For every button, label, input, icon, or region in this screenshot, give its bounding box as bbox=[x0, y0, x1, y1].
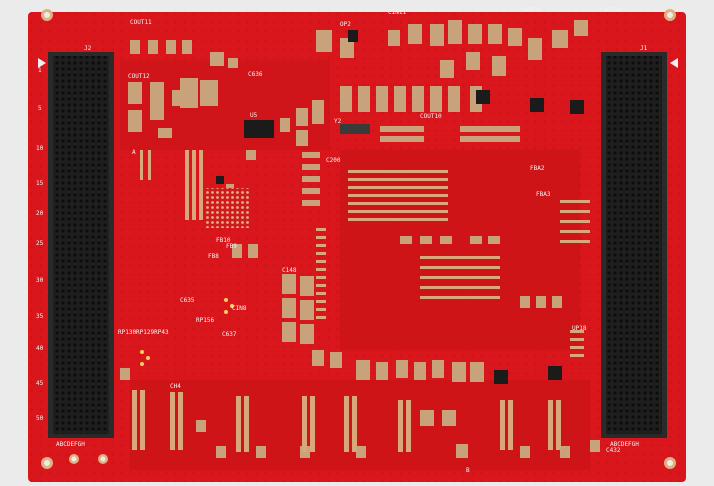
integrated-circuits bbox=[216, 30, 584, 384]
pin-numbers-left: 1 5 10 15 20 25 30 35 40 45 50 bbox=[36, 67, 44, 422]
pin-num-20: 20 bbox=[36, 210, 44, 217]
label-ch4: CH4 bbox=[170, 383, 181, 390]
label-c432: C432 bbox=[606, 447, 621, 454]
fiducial-marks bbox=[140, 298, 234, 366]
circuit-board bbox=[28, 12, 686, 482]
pin-num-50: 50 bbox=[36, 415, 44, 422]
label-fb9: FB9 bbox=[226, 243, 237, 250]
pin-num-1: 1 bbox=[38, 67, 42, 74]
label-cin11: CIN11 bbox=[388, 9, 406, 16]
silkscreen-labels: U5 Y2 OP2 FB8 FB9 FB10 FBA3 FBA2 C200 C1… bbox=[118, 7, 622, 474]
label-j1: J1 bbox=[640, 45, 648, 52]
pin-num-30: 30 bbox=[36, 277, 44, 284]
pin-letters-right: ABCDEFGH bbox=[610, 441, 639, 448]
label-j2: J2 bbox=[84, 45, 92, 52]
label-rp156: RP156 bbox=[196, 317, 214, 324]
label-fb10: FB10 bbox=[216, 237, 231, 244]
label-a: A bbox=[132, 149, 136, 156]
bga-chip bbox=[206, 188, 250, 228]
label-up18: UP18 bbox=[572, 325, 587, 332]
label-c637: C637 bbox=[222, 331, 237, 338]
pin-num-35: 35 bbox=[36, 313, 44, 320]
label-c635: C635 bbox=[180, 297, 195, 304]
passive-components bbox=[120, 20, 600, 458]
label-c148: C148 bbox=[282, 267, 297, 274]
label-cout11: COUT11 bbox=[130, 19, 152, 26]
connector-left bbox=[38, 52, 114, 438]
label-b: B bbox=[466, 467, 470, 474]
pin-num-15: 15 bbox=[36, 180, 44, 187]
label-rp130: RP130RP129RP43 bbox=[118, 329, 169, 336]
label-fba3: FBA3 bbox=[536, 191, 551, 198]
pin-letters-left: ABCDEFGH bbox=[56, 441, 85, 448]
pin-num-5: 5 bbox=[38, 105, 42, 112]
label-cout22: COUT22 bbox=[600, 7, 622, 14]
label-op2: OP2 bbox=[340, 21, 351, 28]
label-cout10: COUT10 bbox=[420, 113, 442, 120]
pin-num-45: 45 bbox=[36, 380, 44, 387]
label-cout23: COUT23 bbox=[520, 7, 542, 14]
label-cin8: CIN8 bbox=[232, 305, 247, 312]
label-cout12: COUT12 bbox=[128, 73, 150, 80]
pin-num-40: 40 bbox=[36, 345, 44, 352]
smd-pad-rows bbox=[132, 150, 590, 452]
label-fb8: FB8 bbox=[208, 253, 219, 260]
pin-num-10: 10 bbox=[36, 145, 44, 152]
pin-num-25: 25 bbox=[36, 240, 44, 247]
connector-right bbox=[601, 52, 678, 438]
mounting-holes bbox=[41, 9, 676, 469]
label-u5: U5 bbox=[250, 112, 258, 119]
label-c200: C200 bbox=[326, 157, 341, 164]
label-fba2: FBA2 bbox=[530, 165, 545, 172]
label-y2: Y2 bbox=[334, 118, 342, 125]
label-c636: C636 bbox=[248, 71, 263, 78]
